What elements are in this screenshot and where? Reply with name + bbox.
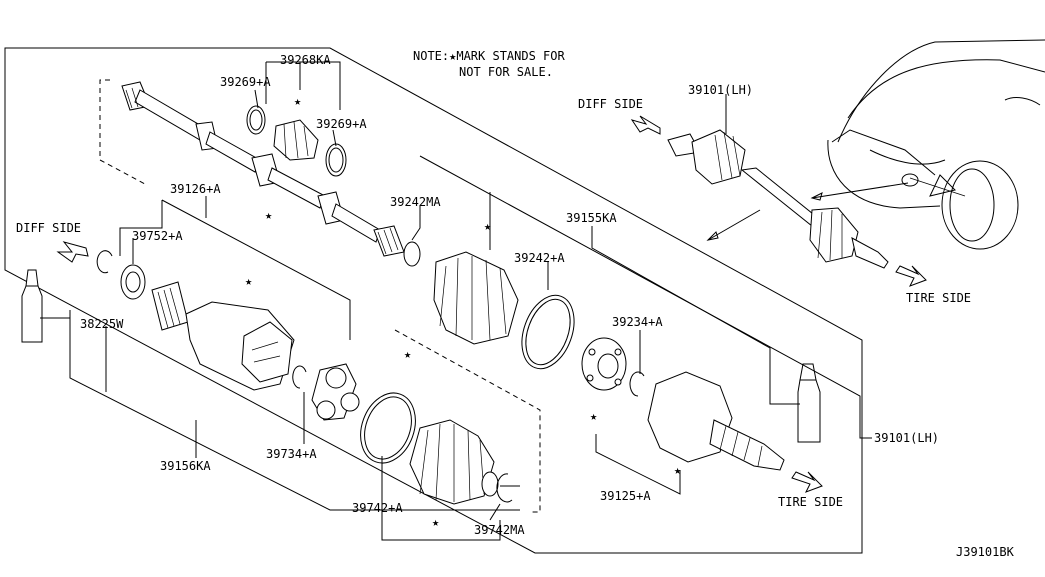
- part-label-39268KA[interactable]: 39268KA: [280, 53, 331, 67]
- tire-side-arrow-bottom: [791, 471, 823, 493]
- note-line-2: NOT FOR SALE.: [459, 65, 553, 79]
- boot-band-39742A: [360, 392, 416, 464]
- boot-band-39242A: [521, 294, 575, 370]
- star-marker: ★: [245, 274, 252, 288]
- star-marker: ★: [432, 515, 439, 529]
- snap-ring-39742MA: [496, 473, 520, 503]
- part-label-39234A[interactable]: 39234+A: [612, 315, 663, 329]
- dashed-group-bracket-lower: [394, 329, 541, 513]
- part-label-39734A[interactable]: 39734+A: [266, 447, 317, 461]
- joint-housing-39126A: [151, 281, 295, 391]
- star-marker: ★: [674, 463, 681, 477]
- diff-side-arrow-top: [630, 115, 661, 135]
- snap-ring-39752A: [96, 250, 146, 300]
- star-marker: ★: [265, 208, 272, 222]
- tire-side-label-bottom: TIRE SIDE: [778, 495, 843, 509]
- part-label-39242MA[interactable]: 39242MA: [390, 195, 441, 209]
- part-label-39126A[interactable]: 39126+A: [170, 182, 221, 196]
- part-label-39742A[interactable]: 39742+A: [352, 501, 403, 515]
- assembled-shaft-39101: [667, 129, 889, 269]
- part-label-39752A[interactable]: 39752+A: [132, 229, 183, 243]
- part-label-39155KA[interactable]: 39155KA: [566, 211, 617, 225]
- diagram-code: J39101BK: [956, 545, 1015, 559]
- part-label-39125A[interactable]: 39125+A: [600, 489, 651, 503]
- outer-joint-39125A: [647, 371, 785, 471]
- tire-side-arrow-right: [895, 265, 927, 287]
- tire-side-label-right: TIRE SIDE: [906, 291, 971, 305]
- diff-side-label-top: DIFF SIDE: [578, 97, 643, 111]
- part-label-39101LH-right[interactable]: 39101(LH): [874, 431, 939, 445]
- snap-ring-39234A: [629, 371, 645, 397]
- diff-side-label-left: DIFF SIDE: [16, 221, 81, 235]
- leader-lines: [40, 61, 872, 541]
- part-label-39156KA[interactable]: 39156KA: [160, 459, 211, 473]
- direction-arrow-2: [707, 209, 761, 241]
- note-line-1: NOTE:★MARK STANDS FOR: [413, 49, 565, 63]
- part-label-39269A-left[interactable]: 39269+A: [220, 75, 271, 89]
- boot-kit-39268KA: [246, 105, 347, 177]
- assembly-frame: [4, 47, 863, 554]
- inner-boot: [409, 419, 499, 505]
- part-label-39742MA[interactable]: 39742MA: [474, 523, 525, 537]
- snap-ring-39734A: [292, 365, 307, 389]
- star-marker: ★: [294, 94, 301, 108]
- direction-arrow-1: [811, 182, 909, 199]
- star-marker: ★: [404, 347, 411, 361]
- star-marker: ★: [484, 219, 491, 233]
- star-marker: ★: [590, 409, 597, 423]
- part-label-38225W[interactable]: 38225W: [80, 317, 124, 331]
- part-label-39242A[interactable]: 39242+A: [514, 251, 565, 265]
- diff-side-arrow-left: [56, 241, 89, 263]
- spider-assembly: [311, 363, 360, 421]
- part-label-39269A-right[interactable]: 39269+A: [316, 117, 367, 131]
- grease-tube-right: [797, 363, 821, 443]
- ball-hub: [581, 337, 627, 391]
- vehicle-illustration: [827, 39, 1045, 250]
- dashed-group-bracket-shaft: [99, 79, 146, 185]
- grease-tube-38225W: [21, 269, 43, 343]
- outer-boot-39242MA: [403, 241, 519, 345]
- part-label-39101LH-top[interactable]: 39101(LH): [688, 83, 753, 97]
